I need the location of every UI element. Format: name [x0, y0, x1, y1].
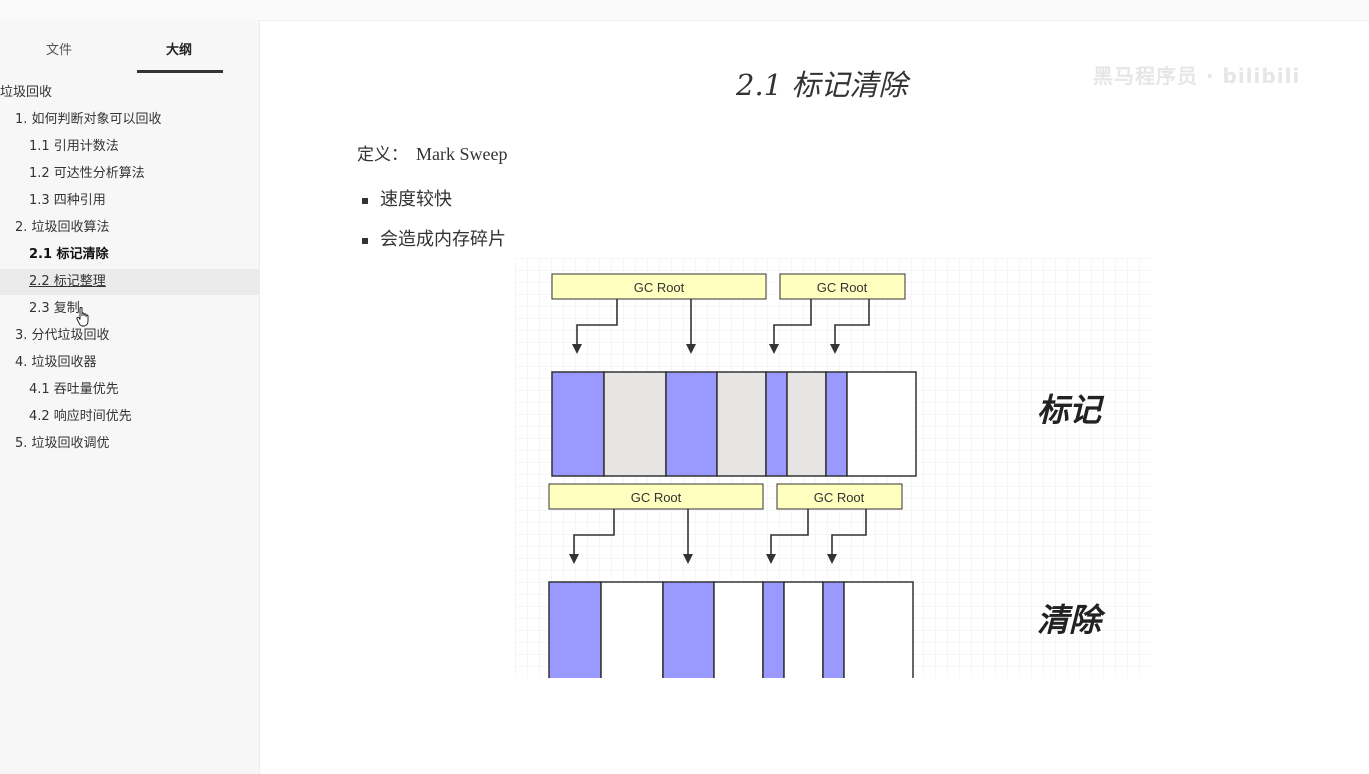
- outline-item-refcount[interactable]: 1.1 引用计数法: [0, 134, 259, 160]
- gc-root-box: [776, 483, 903, 510]
- outline-item-reachability[interactable]: 1.2 可达性分析算法: [0, 161, 259, 187]
- outline-item-label: 1.2 可达性分析算法: [29, 166, 145, 181]
- outline-item-algorithms[interactable]: 2. 垃圾回收算法: [0, 215, 259, 241]
- outline-item-label: 2.2 标记整理: [29, 274, 106, 289]
- outline-item-label: 2.1 标记清除: [29, 247, 109, 262]
- reference-arrows: [573, 509, 867, 556]
- definition-label: 定义：: [357, 145, 408, 165]
- outline-item-label: 2. 垃圾回收算法: [15, 220, 110, 235]
- active-tab-indicator: [137, 70, 223, 73]
- heap-block-marked: [765, 371, 788, 477]
- outline-item-label: 4. 垃圾回收器: [15, 355, 97, 370]
- watermark: 黑马程序员 · bilibili: [1093, 64, 1301, 88]
- heap-block-marked: [548, 581, 602, 678]
- heap-block-marked: [662, 581, 715, 678]
- outline-item-label: 4.2 响应时间优先: [29, 409, 132, 424]
- page-title: 2.1 标记清除: [736, 68, 908, 102]
- outline-item-references[interactable]: 1.3 四种引用: [0, 188, 259, 214]
- gc-root-box: [548, 483, 764, 510]
- heap-block-garbage: [716, 371, 767, 477]
- bullet-list: 速度较快 会造成内存碎片: [362, 188, 506, 268]
- heap-block-marked: [762, 581, 785, 678]
- outline-item-label: 4.1 吞吐量优先: [29, 382, 119, 397]
- arrow-heads: [569, 554, 837, 564]
- outline-item-label: 垃圾回收: [0, 85, 53, 100]
- hand-cursor-icon: [76, 307, 89, 327]
- mark-row: GC Root GC Root: [551, 273, 1105, 477]
- bullet-item: 速度较快: [362, 188, 506, 228]
- sweep-label: 清除: [1037, 601, 1106, 639]
- outline-item-generational[interactable]: 3. 分代垃圾回收: [0, 323, 259, 349]
- heap-block-marked: [822, 581, 845, 678]
- mark-label: 标记: [1037, 391, 1105, 429]
- heap-block-marked: [665, 371, 718, 477]
- mark-sweep-diagram: GC Root GC Root: [515, 258, 1151, 678]
- definition-value: Mark Sweep: [416, 144, 508, 164]
- outline-item-label: 1.3 四种引用: [29, 193, 106, 208]
- sidebar: 文件 大纲 垃圾回收 1. 如何判断对象可以回收 1.1 引用计数法 1.2 可…: [0, 20, 260, 774]
- definition: 定义： Mark Sweep: [357, 140, 507, 165]
- top-bar: [0, 0, 1369, 21]
- gc-root-label: GC Root: [814, 490, 865, 505]
- outline-item-label: 1.1 引用计数法: [29, 139, 119, 154]
- outline-item-judge[interactable]: 1. 如何判断对象可以回收: [0, 107, 259, 133]
- outline-item-label: 1. 如何判断对象可以回收: [15, 112, 162, 127]
- heap-blocks: [551, 371, 917, 477]
- bullet-item: 会造成内存碎片: [362, 228, 506, 268]
- heap-block-free: [846, 371, 917, 477]
- heap-block-free: [600, 581, 664, 678]
- outline-item-tuning[interactable]: 5. 垃圾回收调优: [0, 431, 259, 457]
- outline-item-label: 2.3 复制: [29, 301, 80, 316]
- tab-outline[interactable]: 大纲: [166, 43, 193, 58]
- sidebar-tabs: 文件 大纲: [0, 20, 259, 76]
- outline-item-throughput[interactable]: 4.1 吞吐量优先: [0, 377, 259, 403]
- outline-item-collectors[interactable]: 4. 垃圾回收器: [0, 350, 259, 376]
- gc-root-label: GC Root: [817, 280, 868, 295]
- heap-blocks: [548, 581, 914, 678]
- outline-item-copy[interactable]: 2.3 复制: [0, 296, 259, 322]
- outline-item-label: 3. 分代垃圾回收: [15, 328, 110, 343]
- document-content: 2.1 标记清除 黑马程序员 · bilibili 定义：Mark Sweep …: [260, 20, 1369, 774]
- gc-root-label: GC Root: [634, 280, 685, 295]
- heap-block-free: [843, 581, 914, 678]
- gc-root-label: GC Root: [631, 490, 682, 505]
- gc-root-box: [779, 273, 906, 300]
- heap-block-garbage: [786, 371, 827, 477]
- outline-item-label: 5. 垃圾回收调优: [15, 436, 110, 451]
- sweep-row: GC Root GC Root: [548, 483, 1106, 678]
- gc-root-box: [551, 273, 767, 300]
- heap-block-marked: [825, 371, 848, 477]
- tab-files[interactable]: 文件: [46, 43, 73, 58]
- outline-item-mark-sweep[interactable]: 2.1 标记清除: [0, 242, 259, 268]
- outline-item-gc[interactable]: 垃圾回收: [0, 80, 259, 106]
- arrow-heads: [572, 344, 840, 354]
- heap-block-free: [783, 581, 824, 678]
- outline-item-mark-compact[interactable]: 2.2 标记整理: [0, 269, 259, 295]
- heap-block-marked: [551, 371, 605, 477]
- heap-block-free: [713, 581, 764, 678]
- outline-item-latency[interactable]: 4.2 响应时间优先: [0, 404, 259, 430]
- heap-block-garbage: [603, 371, 667, 477]
- reference-arrows: [576, 299, 870, 346]
